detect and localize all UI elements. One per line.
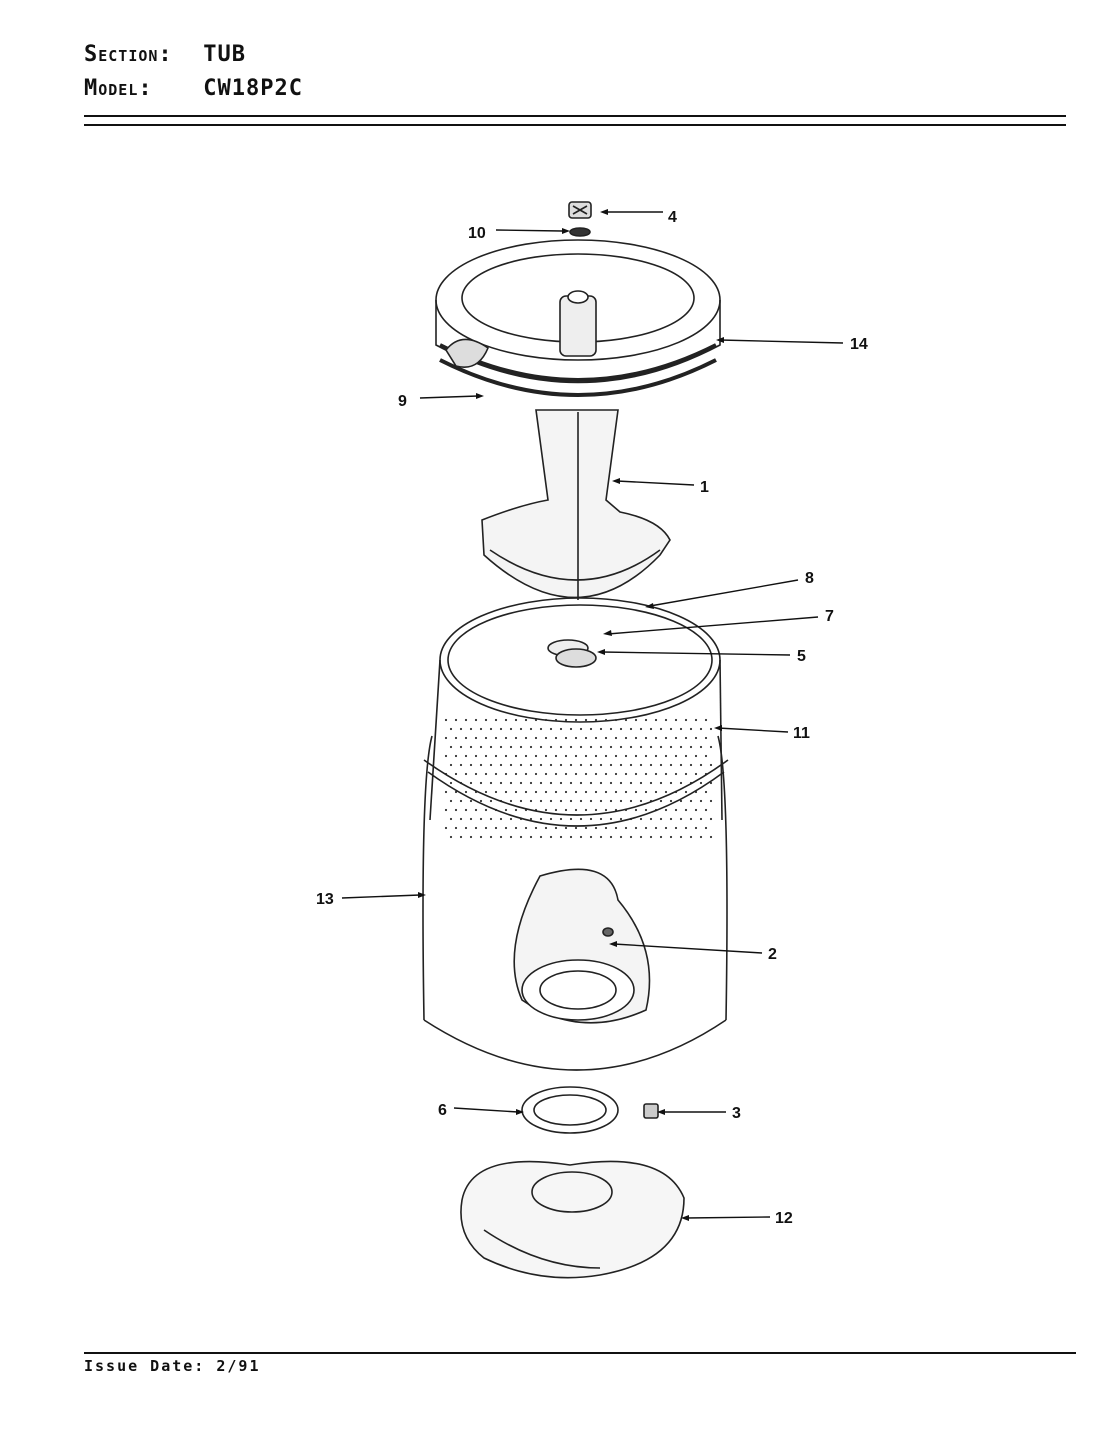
callout-7: 7: [825, 608, 834, 625]
callout-8: 8: [805, 570, 814, 587]
part-10-washer: [569, 227, 591, 237]
footer-rule: [84, 1352, 1076, 1354]
issue-date-value: 2/91: [216, 1357, 261, 1375]
part-6-mount-ring: [521, 1086, 619, 1134]
part-1-agitator: [481, 409, 671, 600]
part-14-tub-ring: [435, 239, 721, 384]
section-label: Section:: [84, 42, 173, 67]
section-heading: Section: TUB: [84, 42, 246, 67]
callout-5: 5: [797, 648, 806, 665]
part-12-base-plate: [460, 1160, 685, 1279]
part-3-nut: [643, 1103, 659, 1119]
model-label: Model:: [84, 76, 153, 101]
callout-12: 12: [775, 1210, 793, 1227]
header-rule-top: [84, 115, 1066, 117]
callout-9: 9: [398, 393, 407, 410]
callout-10: 10: [468, 225, 486, 242]
callout-4: 4: [668, 209, 677, 226]
part-4-cap: [568, 201, 592, 219]
callout-11: 11: [793, 725, 810, 742]
callout-3: 3: [732, 1105, 741, 1122]
callout-14: 14: [850, 336, 868, 353]
part-9-gasket: [439, 358, 717, 397]
header-rule-bottom: [84, 124, 1066, 126]
callout-2: 2: [768, 946, 777, 963]
issue-date-label: Issue Date:: [84, 1357, 206, 1375]
part-13-outer-tub: [422, 735, 729, 1071]
callout-6: 6: [438, 1102, 447, 1119]
callout-13: 13: [316, 891, 334, 908]
issue-date: Issue Date: 2/91: [84, 1357, 261, 1375]
part-11-basket: [429, 597, 723, 839]
section-value: TUB: [203, 42, 246, 67]
part-2-bolt: [602, 927, 614, 937]
model-value: CW18P2C: [203, 76, 303, 101]
callout-1: 1: [700, 479, 709, 496]
model-heading: Model: CW18P2C: [84, 76, 303, 101]
